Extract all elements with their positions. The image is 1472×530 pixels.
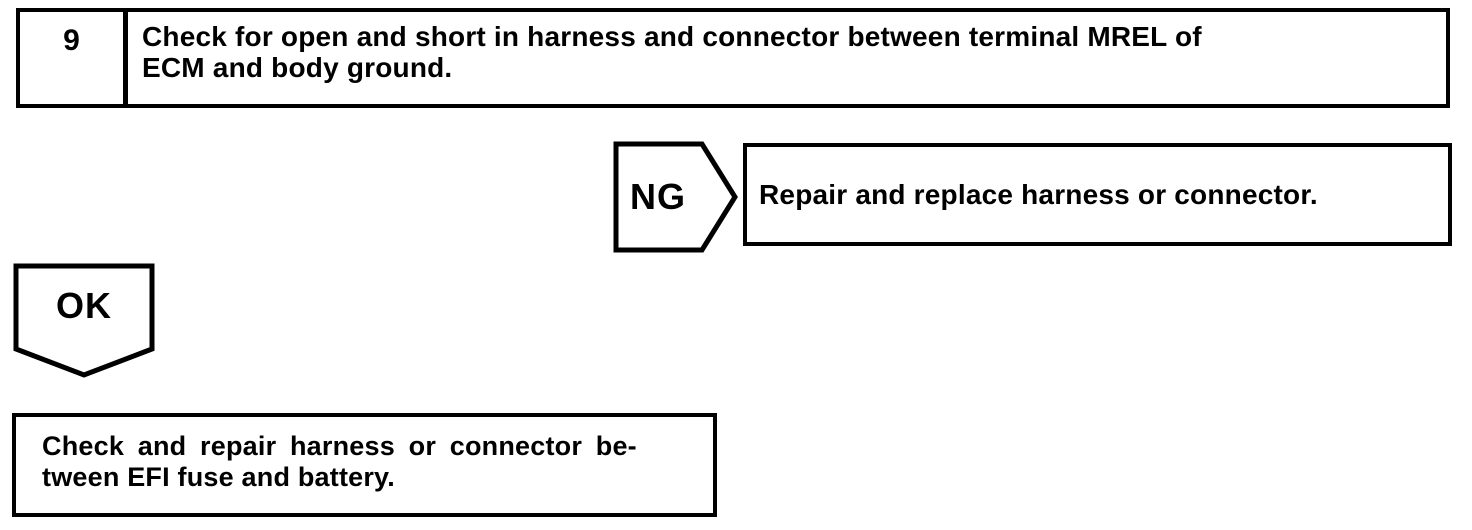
step-box: 9 Check for open and short in harness an… bbox=[16, 8, 1450, 108]
step-instruction-line: ECM and body ground. bbox=[142, 52, 453, 83]
ng-branch-label: NG bbox=[630, 176, 686, 217]
ng-pentagon-icon bbox=[613, 141, 738, 253]
ok-result-line: tween EFI fuse and battery. bbox=[42, 462, 395, 492]
ng-result-box: Repair and replace harness or connector. bbox=[743, 143, 1452, 246]
step-instruction-line: Check for open and short in harness and … bbox=[142, 21, 1202, 52]
step-number: 9 bbox=[20, 12, 128, 104]
ok-branch-label: OK bbox=[56, 285, 112, 326]
ok-pentagon-icon bbox=[13, 263, 155, 378]
ok-result-line: Check and repair harness or connector be… bbox=[42, 431, 637, 461]
ng-result-text: Repair and replace harness or connector. bbox=[759, 178, 1318, 210]
step-instruction: Check for open and short in harness and … bbox=[128, 12, 1446, 104]
ok-result-box: Check and repair harness or connector be… bbox=[12, 413, 717, 517]
